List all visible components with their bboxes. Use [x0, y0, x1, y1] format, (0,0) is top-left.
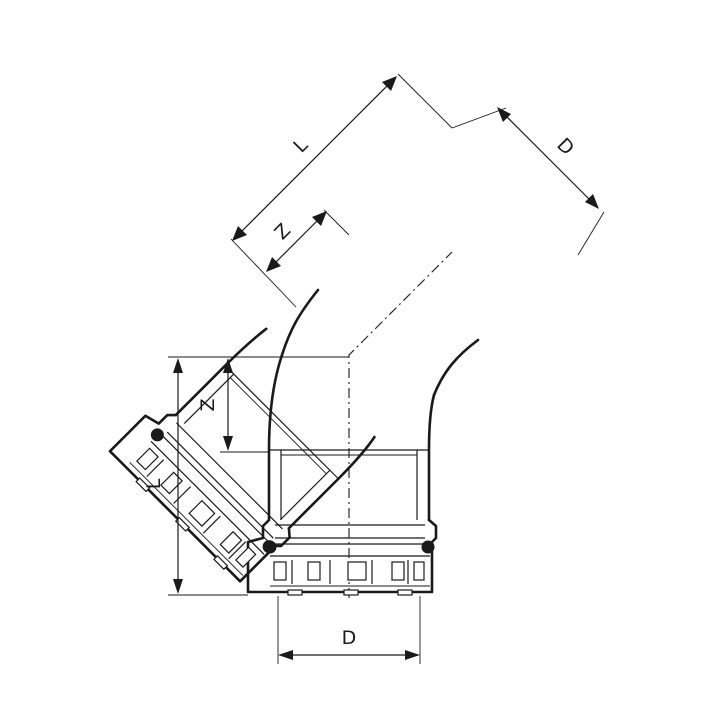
upper-leg [108, 327, 376, 583]
top-dimensions [230, 73, 605, 308]
top-z-label: Z [270, 219, 295, 244]
left-dimensions [168, 356, 282, 596]
center-axis [348, 251, 453, 598]
left-z-label: Z [197, 398, 219, 411]
left-length-label: L [143, 478, 165, 489]
bend-body [280, 288, 480, 397]
top-length-label: L [289, 134, 312, 157]
bottom-dimension [277, 596, 421, 664]
bottom-diameter-label: D [342, 627, 357, 649]
top-diameter-label: D [552, 134, 578, 160]
